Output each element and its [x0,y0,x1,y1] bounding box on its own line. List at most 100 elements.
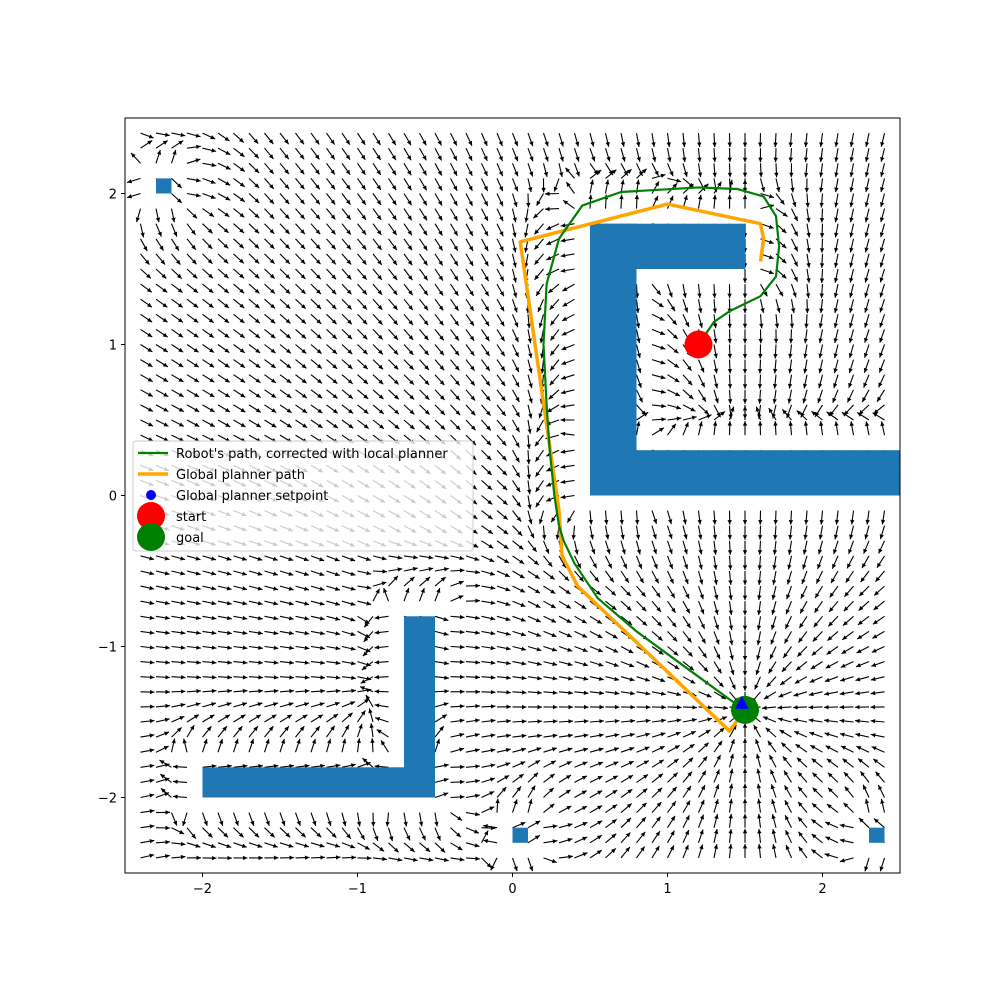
quiver-arrow-head [641,591,646,597]
quiver-arrow [542,525,547,540]
quiver-arrow [635,329,641,344]
quiver-arrow-head [512,277,517,283]
quiver-arrow [310,268,322,280]
quiver-arrow [140,419,154,427]
quiver-arrow [434,777,449,783]
quiver-arrow [620,704,636,710]
quiver-arrow-head [304,855,310,860]
quiver-arrow-head [441,714,447,719]
quiver-arrow-head [285,274,291,279]
quiver-arrow-head [226,556,232,561]
quiver-arrow-head [551,618,557,623]
quiver-arrow [233,223,245,234]
quiver-arrow [233,404,246,413]
quiver-arrow-head [438,215,443,221]
quiver-arrow-head [239,212,245,218]
quiver-arrow [560,494,575,500]
quiver-arrow-head [635,323,641,329]
quiver-arrow [372,132,381,146]
quiver-arrow [388,238,398,251]
quiver-arrow-head [620,179,625,185]
quiver-arrow [233,855,248,861]
quiver-arrow [248,645,263,650]
quiver-arrow-head [301,319,306,324]
quiver-arrow [372,588,380,602]
quiver-arrow-head [516,786,521,792]
quiver-arrow-head [635,179,641,185]
quiver-arrow [202,208,215,218]
quiver-arrow-head [409,379,414,385]
quiver-arrow [465,583,481,588]
quiver-arrow-head [428,555,434,560]
quiver-arrow-head [635,308,640,314]
quiver-arrow [589,747,604,753]
quiver-arrow [496,774,510,783]
quiver-arrow-head [361,214,366,220]
quiver-arrow [140,809,155,814]
quiver-arrow [186,434,200,442]
quiver-arrow-head [550,335,555,341]
quiver-arrow-head [520,588,526,593]
quiver-arrow [140,404,154,412]
quiver-arrow-head [439,380,445,386]
quiver-arrow [511,253,517,268]
quiver-arrow-head [490,704,496,709]
quiver-arrow [527,344,533,359]
quiver-arrow [171,841,186,847]
quiver-arrow-head [520,617,526,622]
quiver-arrow-head [363,637,369,642]
quiver-arrow [264,714,277,723]
quiver-arrow-head [634,194,640,200]
quiver-arrow [217,132,230,142]
quiver-arrow-head [374,674,380,680]
quiver-arrow-head [520,632,526,637]
quiver-arrow-head [304,702,309,707]
quiver-arrow-head [208,273,213,279]
quiver-arrow-head [289,660,294,665]
quiver-arrow [171,344,184,353]
quiver-arrow-head [626,817,632,823]
quiver-arrow-head [505,631,511,636]
quiver-arrow [635,374,642,389]
quiver-arrow [217,738,224,753]
quiver-arrow-head [470,410,476,416]
quiver-arrow [543,690,558,695]
quiver-arrow [573,540,579,555]
quiver-arrow [171,715,185,723]
quiver-arrow-head [437,185,442,191]
quiver-arrow-head [149,839,155,844]
quiver-arrow-head [224,363,230,368]
quiver-arrow [620,803,633,814]
quiver-arrow [248,855,264,861]
quiver-arrow-head [193,714,199,719]
quiver-arrow [558,570,570,582]
quiver-arrow-head [284,184,290,190]
quiver-arrow [620,555,628,569]
quiver-arrow-head [315,244,321,250]
quiver-arrow [605,718,620,724]
quiver-arrow [589,775,603,783]
quiver-arrow-head [500,366,505,372]
quiver-arrow [403,812,408,827]
quiver-arrow-head [459,674,465,680]
quiver-arrow-head [566,618,572,623]
quiver-arrow-head [173,231,178,237]
quiver-arrow [140,839,155,844]
quiver-arrow [341,389,354,400]
quiver-arrow-head [597,776,603,781]
quiver-arrow [403,374,415,386]
quiver-arrow-head [606,549,611,555]
quiver-arrow-head [162,362,168,367]
quiver-arrow [186,702,201,708]
quiver-arrow [202,600,217,606]
quiver-arrow-head [534,441,540,447]
quiver-arrow [496,630,511,636]
quiver-arrow-head [176,273,182,279]
quiver-arrow-head [545,206,550,212]
quiver-arrow [186,842,201,848]
quiver-arrow-head [469,350,475,356]
quiver-arrow-head [644,663,650,668]
quiver-arrow [264,132,274,145]
quiver-arrow-head [536,291,541,297]
quiver-arrow [171,645,186,650]
